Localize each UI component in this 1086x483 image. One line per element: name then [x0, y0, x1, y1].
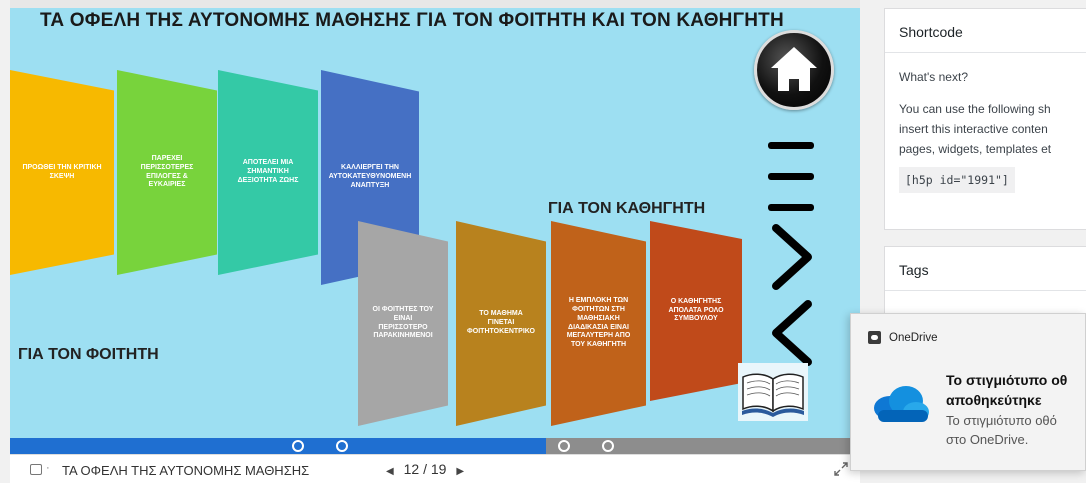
- shortcode-help-line: You can use the following sh: [899, 102, 1051, 116]
- toast-app-name: OneDrive: [889, 331, 938, 344]
- toast-title: Το στιγμιότυπο οθ αποθηκεύτηκε: [946, 370, 1067, 410]
- page-separator: /: [423, 461, 427, 477]
- card-text: Ο ΚΑΘΗΓΗΤΗΣ ΑΠΟΛΑΤΑ ΡΟΛΟ ΣΥΜΒΟΥΛΟΥ: [668, 297, 724, 323]
- benefit-card-life-skill[interactable]: ΑΠΟΤΕΛΕΙ ΜΙΑ ΣΗΜΑΝΤΙΚΗ ΔΕΞΙΟΤΗΤΑ ΖΩΗΣ: [218, 70, 318, 275]
- card-text: ΟΙ ΦΟΙΤΗΤΕΣ ΤΟΥ ΕΙΝΑΙ ΠΕΡΙΣΣΟΤΕΡΟ ΠΑΡΑΚΙ…: [372, 306, 434, 340]
- card-text: ΤΟ ΜΑΘΗΜΑ ΓΙΝΕΤΑΙ ΦΟΙΤΗΤΟΚΕΝΤΡΙΚΟ: [467, 310, 535, 335]
- toast-message-line: στο OneDrive.: [946, 432, 1029, 447]
- onedrive-cloud-icon: [874, 386, 929, 422]
- section-label-student: ΓΙΑ ΤΟΝ ΦΟΙΤΗΤΗ: [18, 346, 159, 363]
- progress-keyword-dot[interactable]: [602, 440, 614, 452]
- progress-keyword-dot[interactable]: [336, 440, 348, 452]
- chevron-right-icon[interactable]: [770, 222, 814, 292]
- prev-slide-button[interactable]: ◀: [386, 466, 394, 477]
- home-icon[interactable]: [754, 30, 834, 110]
- whats-next-label: What's next?: [899, 70, 968, 84]
- benefit-card-motivated[interactable]: ΟΙ ΦΟΙΤΗΤΕΣ ΤΟΥ ΕΙΝΑΙ ΠΕΡΙΣΣΟΤΕΡΟ ΠΑΡΑΚΙ…: [358, 221, 448, 426]
- dropdown-dot-icon[interactable]: ·: [46, 462, 50, 474]
- fullscreen-icon[interactable]: [834, 462, 848, 479]
- chevron-left-icon[interactable]: [770, 298, 814, 368]
- section-label-teacher: ΓΙΑ ΤΟΝ ΚΑΘΗΓΗΤΗ: [548, 200, 706, 217]
- toast-message: Το στιγμιότυπο οθό στο OneDrive.: [946, 411, 1057, 449]
- card-text: ΠΡΟΩΘΕΙ ΤΗΝ ΚΡΙΤΙΚΗ ΣΚΕΨΗ: [22, 163, 102, 180]
- card-text: ΑΠΟΤΕΛΕΙ ΜΙΑ ΣΗΜΑΝΤΙΚΗ ΔΕΞΙΟΤΗΤΑ ΖΩΗΣ: [237, 159, 299, 184]
- card-text: ΚΑΛΛΙΕΡΓΕΙ ΤΗΝ ΑΥΤΟΚΑΤΕΥΘΥΝΟΜΕΝΗ ΑΝΑΠΤΥΞ…: [328, 164, 412, 189]
- progress-keyword-dot[interactable]: [558, 440, 570, 452]
- menu-lines-icon[interactable]: [766, 138, 816, 218]
- slide-footer: · ΤΑ ΟΦΕΛΗ ΤΗΣ ΑΥΤΟΝΟΜΗΣ ΜΑΘΗΣΗΣ ◀ 12 / …: [10, 454, 860, 483]
- shortcode-panel-title: Shortcode: [885, 9, 1086, 53]
- open-book-icon[interactable]: [738, 363, 808, 421]
- current-slide-number: 12: [403, 461, 420, 477]
- onedrive-app-icon: [868, 331, 881, 344]
- total-slides: 19: [430, 461, 447, 477]
- progress-fill: [10, 438, 546, 454]
- benefit-card-choices[interactable]: ΠΑΡΕΧΕΙ ΠΕΡΙΣΣΟΤΕΡΕΣ ΕΠΙΛΟΓΕΣ & ΕΥΚΑΙΡΙΕ…: [117, 70, 217, 275]
- tags-panel-title: Tags: [885, 247, 1086, 291]
- shortcode-help-line: insert this interactive conten: [899, 122, 1048, 136]
- presentation-slide[interactable]: ΤΑ ΟΦΕΛΗ ΤΗΣ ΑΥΤΟΝΟΜΗΣ ΜΑΘΗΣΗΣ ΓΙΑ ΤΟΝ Φ…: [10, 8, 860, 438]
- benefit-card-advisor-role[interactable]: Ο ΚΑΘΗΓΗΤΗΣ ΑΠΟΛΑΤΑ ΡΟΛΟ ΣΥΜΒΟΥΛΟΥ: [650, 221, 742, 401]
- shortcode-value[interactable]: [h5p id="1991"]: [899, 167, 1015, 193]
- onedrive-notification[interactable]: OneDrive Το στιγμιότυπο οθ αποθηκεύτηκε …: [850, 313, 1086, 471]
- shortcode-help-line: pages, widgets, templates et: [899, 142, 1052, 156]
- presentation-title: ΤΑ ΟΦΕΛΗ ΤΗΣ ΑΥΤΟΝΟΜΗΣ ΜΑΘΗΣΗΣ: [62, 463, 310, 478]
- keywords-menu-icon[interactable]: [30, 464, 42, 475]
- card-text: ΠΑΡΕΧΕΙ ΠΕΡΙΣΣΟΤΕΡΕΣ ΕΠΙΛΟΓΕΣ & ΕΥΚΑΙΡΙΕ…: [140, 155, 194, 189]
- shortcode-panel: Shortcode What's next? You can use the f…: [884, 8, 1086, 230]
- toast-title-line: αποθηκεύτηκε: [946, 392, 1042, 408]
- next-slide-button[interactable]: ▶: [456, 466, 465, 477]
- benefit-card-critical-thinking[interactable]: ΠΡΟΩΘΕΙ ΤΗΝ ΚΡΙΤΙΚΗ ΣΚΕΨΗ: [10, 70, 114, 275]
- progress-keyword-dot[interactable]: [292, 440, 304, 452]
- benefit-card-student-involvement[interactable]: Η ΕΜΠΛΟΚΗ ΤΩΝ ΦΟΙΤΗΤΩΝ ΣΤΗ ΜΑΘΗΣΙΑΚΗ ΔΙΑ…: [551, 221, 646, 426]
- toolbar-strip: [10, 0, 860, 8]
- card-text: Η ΕΜΠΛΟΚΗ ΤΩΝ ΦΟΙΤΗΤΩΝ ΣΤΗ ΜΑΘΗΣΙΑΚΗ ΔΙΑ…: [566, 297, 631, 348]
- slide-pager: ◀ 12 / 19 ▶: [380, 461, 470, 477]
- slide-progress-bar[interactable]: [10, 438, 860, 454]
- toast-app-header: OneDrive: [868, 331, 938, 344]
- slide-title: ΤΑ ΟΦΕΛΗ ΤΗΣ ΑΥΤΟΝΟΜΗΣ ΜΑΘΗΣΗΣ ΓΙΑ ΤΟΝ Φ…: [40, 10, 784, 31]
- toast-message-line: Το στιγμιότυπο οθό: [946, 413, 1057, 428]
- benefit-card-student-centered[interactable]: ΤΟ ΜΑΘΗΜΑ ΓΙΝΕΤΑΙ ΦΟΙΤΗΤΟΚΕΝΤΡΙΚΟ: [456, 221, 546, 426]
- toast-title-line: Το στιγμιότυπο οθ: [946, 372, 1068, 388]
